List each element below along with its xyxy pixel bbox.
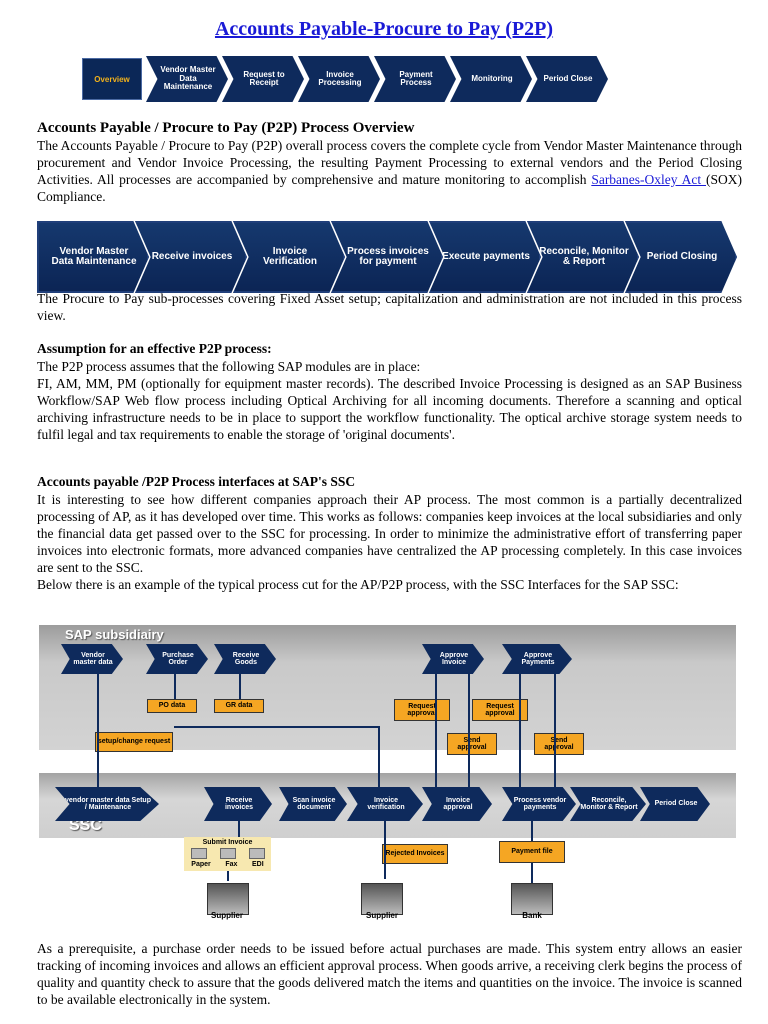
main-step-process-invoices: Process invoices for payment bbox=[331, 221, 443, 293]
gr-data-box: GR data bbox=[214, 699, 264, 713]
ssc-step-process-payments: Process vendor payments bbox=[502, 787, 576, 821]
rejected-invoices-box: Rejected Invoices bbox=[382, 844, 448, 864]
fax-label: Fax bbox=[225, 861, 238, 868]
top-process-flow: Overview Vendor Master Data Maintenance … bbox=[82, 56, 608, 102]
diagram-step-receive-goods: Receive Goods bbox=[214, 644, 276, 674]
bank-building-icon bbox=[511, 883, 553, 915]
flow-step-period-close: Period Close bbox=[526, 56, 608, 102]
ssc-step-receive-invoices: Receive invoices bbox=[204, 787, 272, 821]
page-title[interactable]: Accounts Payable-Procure to Pay (P2P) bbox=[214, 18, 554, 40]
diagram-step-purchase-order: Purchase Order bbox=[146, 644, 208, 674]
ssc-step-reconcile: Reconcile, Monitor & Report bbox=[570, 787, 646, 821]
subprocess-paragraph: The Procure to Pay sub-processes coverin… bbox=[37, 291, 742, 323]
main-step-execute-payments: Execute payments bbox=[429, 221, 541, 293]
ssc-step-invoice-approval: Invoice approval bbox=[422, 787, 492, 821]
flow-step-vendor-master: Vendor Master Data Maintenance bbox=[146, 56, 228, 102]
section3-paragraph: It is interesting to see how different c… bbox=[37, 492, 742, 575]
send-approval-box-2: Send approval bbox=[534, 733, 584, 755]
section3-heading: Accounts payable /P2P Process interfaces… bbox=[37, 474, 356, 489]
section1-text-end: (SOX) Compliance. bbox=[37, 172, 743, 204]
flow-step-request-receipt: Request to Receipt bbox=[222, 56, 304, 102]
connector-line bbox=[378, 726, 380, 787]
main-process-flow: Vendor Master Data Maintenance Receive i… bbox=[37, 221, 737, 293]
connector-line bbox=[531, 863, 533, 883]
submit-labels: Paper Fax EDI bbox=[184, 861, 271, 868]
po-data-box: PO data bbox=[147, 699, 197, 713]
supplier-building-icon bbox=[207, 883, 249, 915]
connector-line bbox=[531, 821, 533, 841]
section2-heading: Assumption for an effective P2P process: bbox=[37, 341, 272, 356]
connector-line bbox=[174, 726, 379, 728]
ssc-step-vendor-setup: vendor master data Setup / Maintenance bbox=[55, 787, 159, 821]
main-step-reconcile: Reconcile, Monitor & Report bbox=[527, 221, 639, 293]
main-step-period-closing: Period Closing bbox=[625, 221, 737, 293]
final-paragraph: As a prerequisite, a purchase order need… bbox=[37, 941, 742, 1007]
payment-file-box: Payment file bbox=[499, 841, 565, 863]
section2-paragraph: FI, AM, MM, PM (optionally for equipment… bbox=[37, 376, 742, 442]
connector-line bbox=[238, 821, 240, 837]
subsidiary-label: SAP subsidiairy bbox=[65, 627, 164, 642]
edi-icon bbox=[248, 848, 265, 859]
connector-line bbox=[435, 674, 437, 787]
paper-icon bbox=[190, 848, 207, 859]
submit-icons bbox=[184, 848, 271, 859]
section1-heading: Accounts Payable / Procure to Pay (P2P) … bbox=[37, 120, 415, 136]
connector-line bbox=[97, 674, 99, 787]
fax-icon bbox=[219, 848, 236, 859]
diagram-step-approve-payments: Approve Payments bbox=[502, 644, 572, 674]
flow-step-invoice-processing: Invoice Processing bbox=[298, 56, 380, 102]
connector-line bbox=[468, 674, 470, 787]
connector-line bbox=[519, 674, 521, 787]
supplier-label-2: Supplier bbox=[365, 911, 398, 920]
send-approval-box-1: Send approval bbox=[447, 733, 497, 755]
main-step-invoice-verification: Invoice Verification bbox=[233, 221, 345, 293]
diagram-step-vendor-master: Vendor master data bbox=[61, 644, 123, 674]
connector-line bbox=[239, 674, 241, 699]
supplier-building-icon bbox=[361, 883, 403, 915]
connector-line bbox=[554, 674, 556, 787]
connector-line bbox=[384, 821, 386, 879]
section1-paragraph: The Accounts Payable / Procure to Pay (P… bbox=[37, 137, 742, 205]
section2-line1: The P2P process assumes that the followi… bbox=[37, 359, 421, 374]
ssc-label: SSC bbox=[69, 817, 102, 834]
submit-invoice-title: Submit Invoice bbox=[202, 839, 253, 846]
connector-line bbox=[227, 871, 229, 881]
ssc-step-invoice-verification: Invoice verification bbox=[347, 787, 423, 821]
diagram-step-approve-invoice: Approve Invoice bbox=[422, 644, 484, 674]
sox-link[interactable]: Sarbanes-Oxley Act bbox=[591, 172, 707, 187]
request-approval-box-1: Request approval bbox=[394, 699, 450, 721]
bank-label: Bank bbox=[522, 911, 542, 920]
flow-step-payment-process: Payment Process bbox=[374, 56, 456, 102]
edi-label: EDI bbox=[252, 861, 264, 868]
ssc-step-period-close: Period Close bbox=[640, 787, 710, 821]
main-step-vendor-master: Vendor Master Data Maintenance bbox=[37, 221, 149, 293]
setup-change-box: setup/change request bbox=[95, 732, 173, 752]
supplier-label-1: Supplier bbox=[210, 911, 243, 920]
ssc-step-scan-invoice: Scan invoice document bbox=[279, 787, 347, 821]
connector-line bbox=[174, 674, 176, 699]
request-approval-box-2: Request approval bbox=[472, 699, 528, 721]
flow-step-monitoring: Monitoring bbox=[450, 56, 532, 102]
overview-step: Overview bbox=[82, 58, 142, 100]
submit-invoice-box: Submit Invoice Paper Fax EDI bbox=[184, 837, 271, 871]
main-step-receive-invoices: Receive invoices bbox=[135, 221, 247, 293]
section3-paragraph-2: Below there is an example of the typical… bbox=[37, 577, 679, 592]
paper-label: Paper bbox=[191, 861, 211, 868]
ssc-diagram: SAP subsidiairy SSC Vendor master data P… bbox=[39, 625, 736, 928]
section1-text: The Accounts Payable / Procure to Pay (P… bbox=[37, 138, 742, 187]
